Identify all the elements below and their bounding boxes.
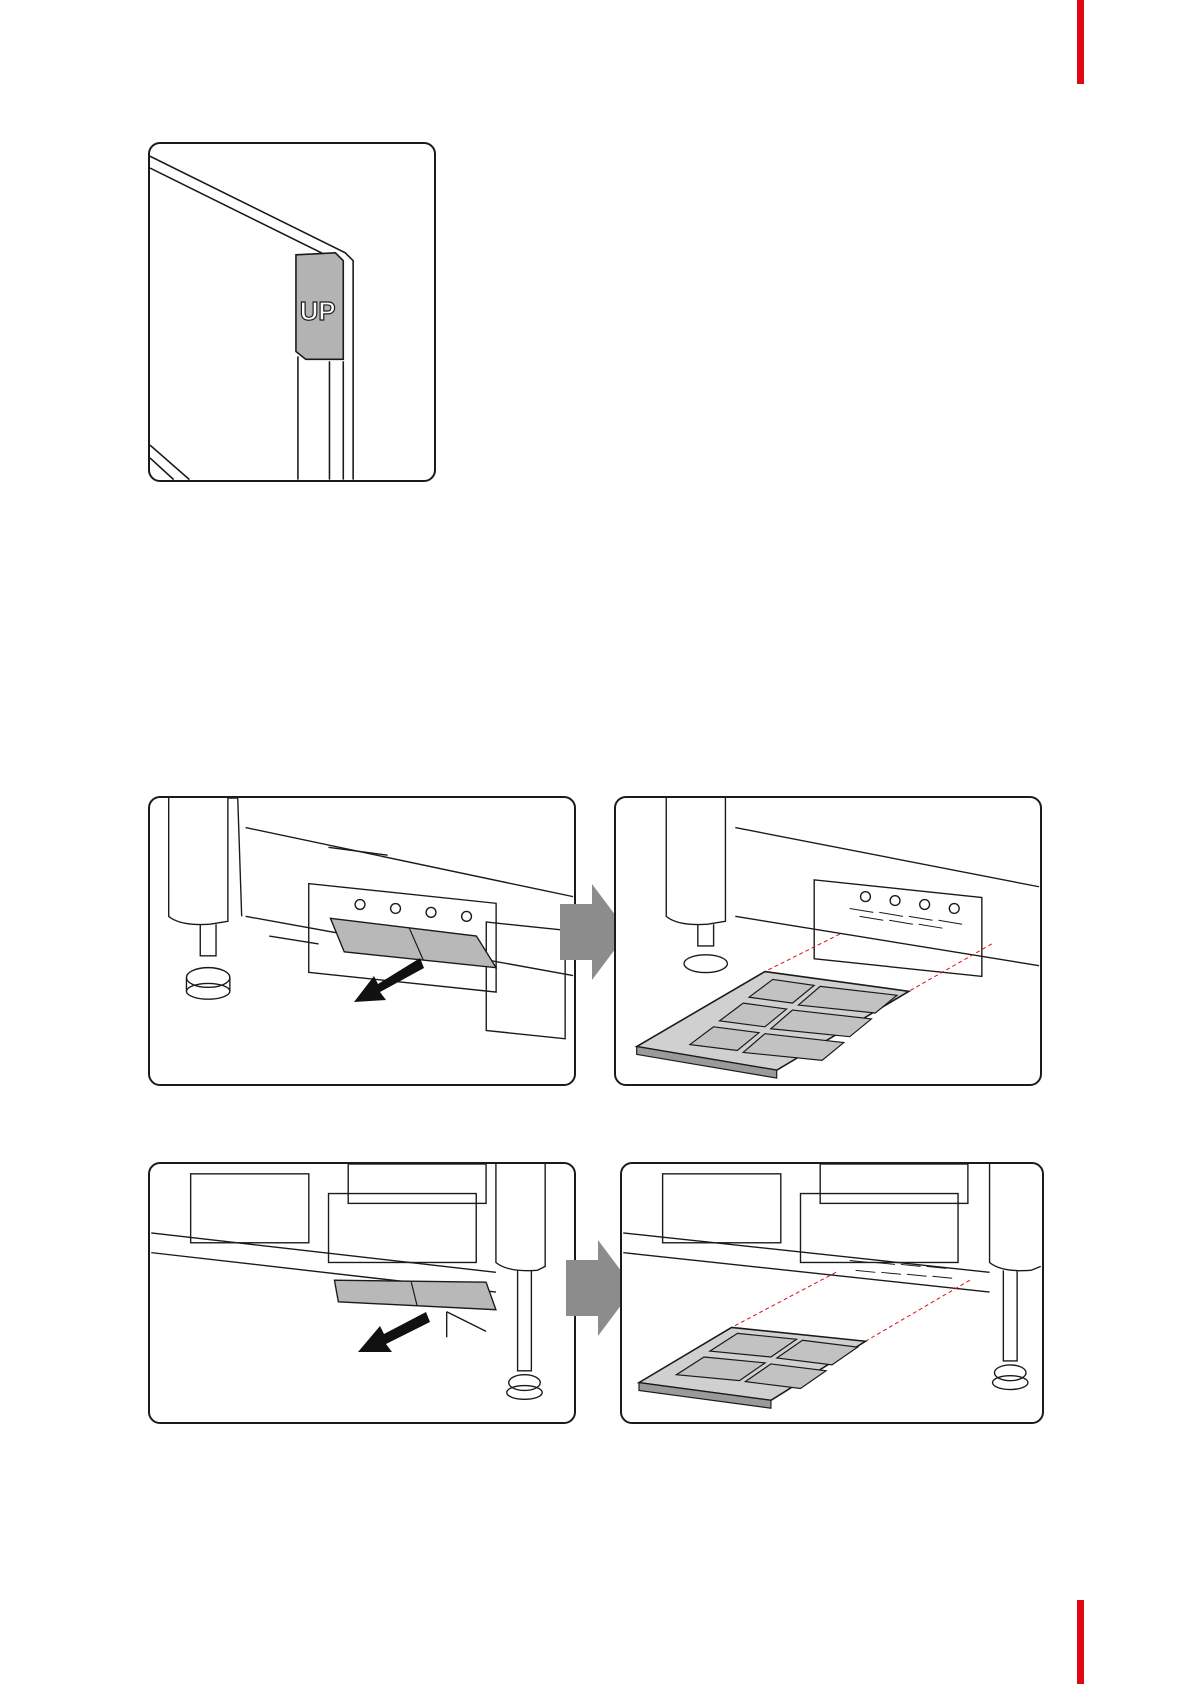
bottom-chapter-tab: [1077, 1600, 1084, 1684]
figure-filter-removed-left: [620, 1162, 1044, 1424]
pull-direction-arrow: [350, 950, 440, 1010]
up-label-illustration: UP: [150, 144, 434, 480]
removed-air-filter: [639, 1327, 865, 1408]
up-label-text: UP: [300, 298, 336, 326]
top-chapter-tab: [1077, 0, 1084, 84]
projector-base-illustration: [150, 1164, 574, 1422]
projector-base-illustration: [622, 1164, 1042, 1422]
projector-base-illustration: [150, 798, 574, 1084]
projector-base-illustration: [616, 798, 1040, 1084]
figure-filter-pullout-right: [148, 796, 576, 1086]
removed-air-filter: [637, 972, 909, 1079]
pull-direction-arrow: [354, 1304, 444, 1360]
figure-filter-pullout-left: [148, 1162, 576, 1424]
figure-up-label: UP: [148, 142, 436, 482]
figure-filter-removed-right: [614, 796, 1042, 1086]
